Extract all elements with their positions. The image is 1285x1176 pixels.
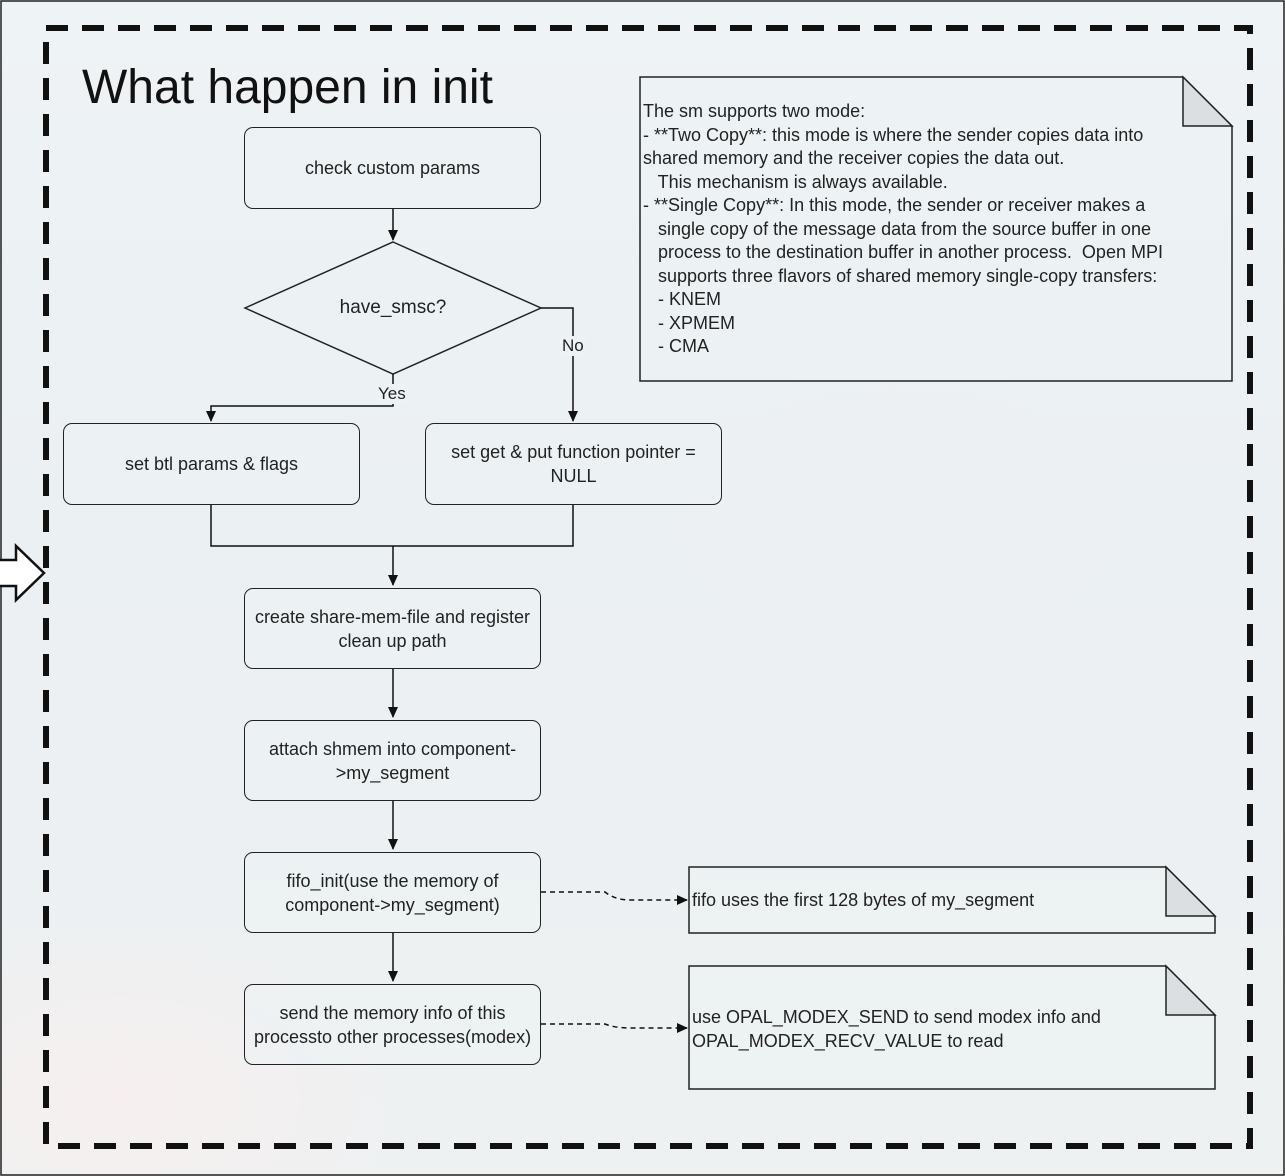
edge-yes (206, 374, 394, 422)
edge-merge (210, 505, 574, 547)
note-fifo-fold (1165, 865, 1217, 917)
note-fifo (688, 866, 1216, 934)
edge-no (541, 307, 578, 422)
edge-modex-note (541, 1023, 688, 1033)
node-send-info: send the memory info of this processto o… (244, 984, 541, 1065)
entry-arrow-icon (0, 543, 46, 603)
note-sm-modes-text: The sm supports two mode: - **Two Copy**… (643, 101, 1163, 356)
node-attach: attach shmem into component->my_segment (244, 720, 541, 801)
note-sm-modes (639, 76, 1233, 382)
node-create-file: create share-mem-file and register clean… (244, 588, 541, 669)
edge-label-yes: Yes (376, 384, 408, 404)
node-fifo-init: fifo_init(use the memory of component->m… (244, 852, 541, 933)
node-set-null: set get & put function pointer = NULL (425, 423, 722, 505)
node-have-smsc: have_smsc? (339, 297, 447, 318)
note-modex-text: use OPAL_MODEX_SEND to send modex info a… (692, 1007, 1101, 1051)
diagram-title: What happen in init (82, 61, 493, 114)
node-set-btl: set btl params & flags (63, 423, 360, 505)
node-check-params: check custom params (244, 127, 541, 209)
note-sm-modes-fold (1182, 75, 1234, 127)
edge-fifo-note (541, 891, 688, 905)
dashed-container (43, 25, 1253, 1149)
note-fifo-text: fifo uses the first 128 bytes of my_segm… (692, 890, 1035, 910)
note-modex (688, 965, 1216, 1090)
edge-label-no: No (560, 336, 586, 356)
note-modex-fold (1165, 964, 1217, 1016)
